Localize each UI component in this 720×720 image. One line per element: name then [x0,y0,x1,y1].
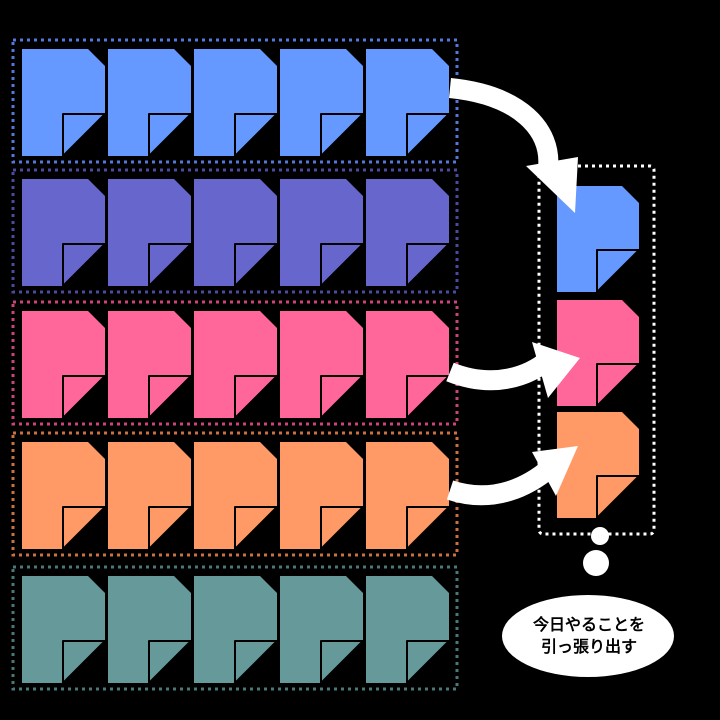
page-icon [280,442,364,550]
task-row-indigo [11,168,459,294]
page-icon [557,412,640,519]
page-icon [557,300,640,407]
row-frame [11,300,459,426]
arrow-orange [446,446,578,506]
page-icon [108,311,192,419]
page-icon [22,179,106,287]
bubble-dot-medium [583,550,609,576]
row-frame [11,168,459,294]
page-icon [366,311,450,419]
page-icon [557,186,640,293]
today-tray [537,164,656,536]
page-icon [108,442,192,550]
row-frame [11,565,459,691]
page-icon [194,179,278,287]
page-icon [22,442,106,550]
bubble-label: 今日やることを 引っ張り出す [504,600,674,672]
arrow-pink [446,342,580,398]
task-row-blue [11,38,459,164]
bubble-body [502,595,674,677]
page-icon [22,311,106,419]
task-row-orange [11,431,459,557]
thought-bubble [502,527,674,677]
task-row-teal [11,565,459,691]
page-icon [194,576,278,684]
page-icon [108,576,192,684]
page-icon [22,49,106,157]
page-icon [366,576,450,684]
page-icon [280,311,364,419]
page-icon [366,442,450,550]
page-icon [194,442,278,550]
page-icon [108,179,192,287]
bubble-dot-small [591,527,609,545]
page-icon [108,49,192,157]
row-frame [11,38,459,164]
page-icon [280,179,364,287]
page-icon [280,576,364,684]
bubble-line-1: 今日やることを [532,615,645,634]
page-icon [22,576,106,684]
page-icon [366,179,450,287]
page-icon [366,49,450,157]
backlog-rows [11,38,459,691]
page-icon [194,49,278,157]
arrow-blue [448,78,578,213]
bubble-line-2: 引っ張り出す [540,637,637,656]
page-icon [280,49,364,157]
page-icon [194,311,278,419]
task-row-pink [11,300,459,426]
arrows [446,78,580,506]
